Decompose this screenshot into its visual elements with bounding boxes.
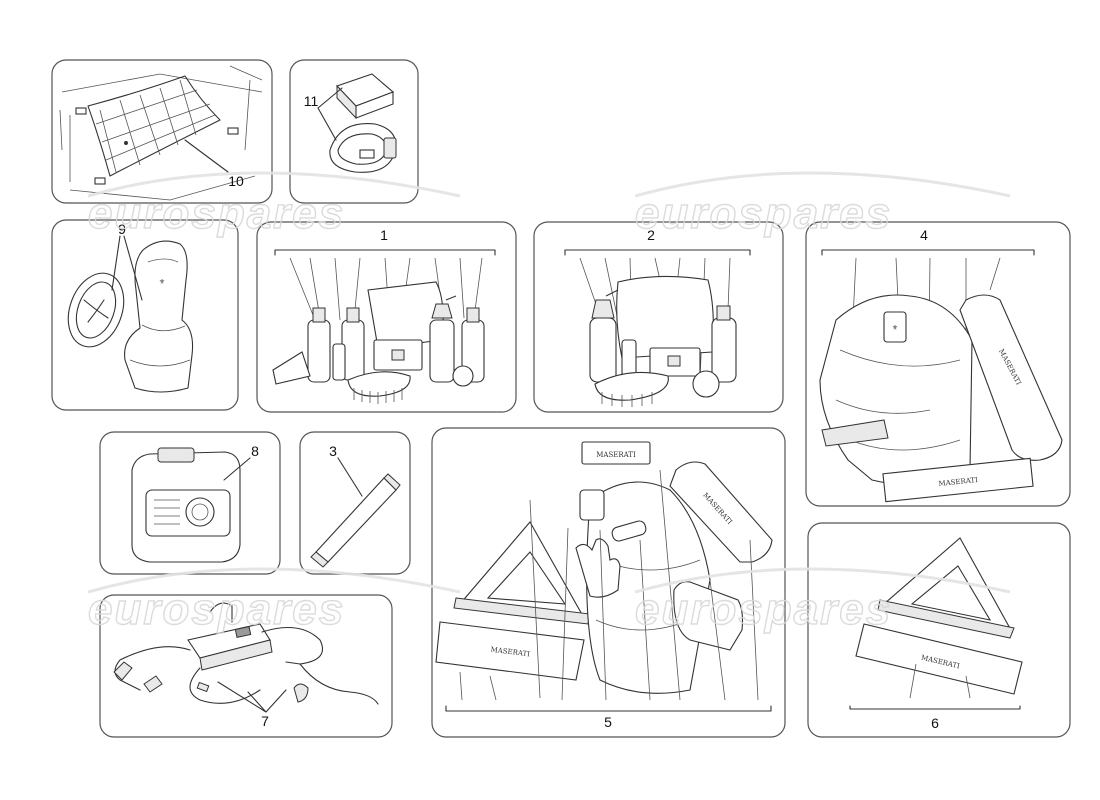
cargo-net-icon (75, 75, 239, 185)
tag-icon: MASERATI (581, 441, 651, 465)
cloth-bag-icon (616, 275, 714, 359)
watermark-text: eurospares (635, 585, 892, 634)
panel-torch: 3 (299, 431, 411, 575)
svg-text:⚜: ⚜ (159, 278, 165, 286)
key-strap-icon (329, 122, 397, 173)
bottle-icon (711, 305, 737, 383)
brush-icon (347, 371, 411, 404)
glove-icon (575, 538, 621, 598)
panel-compressor-case: 8 (99, 431, 281, 575)
brand-strip-icon: MASERATI (882, 457, 1034, 503)
panel-safety-vest-kit: 4 ⚜ MASERATI MASERATI (805, 221, 1071, 507)
battery-charger-icon (113, 602, 379, 705)
small-bottle-icon (332, 343, 346, 381)
callout-11: 11 (304, 93, 319, 109)
panel-cargo-net: 10 (51, 59, 273, 204)
warning-triangle-icon (453, 521, 591, 625)
callout-2: 2 (647, 227, 655, 243)
svg-text:MASERATI: MASERATI (596, 451, 636, 459)
callout-8: 8 (251, 443, 259, 459)
vest-pouch-icon: MASERATI (959, 294, 1063, 461)
callout-3: 3 (329, 443, 337, 459)
panel-key-accessories: 11 (289, 59, 419, 204)
brush-icon (594, 371, 669, 407)
compressor-case-icon (131, 447, 241, 563)
sponge-box-icon (373, 339, 423, 371)
callout-1: 1 (380, 227, 388, 243)
watermark-text: eurospares (88, 189, 345, 238)
seat-cover-icon: ⚜ (124, 240, 194, 393)
steering-wheel-cover-icon (67, 272, 125, 348)
torch-tube-icon (310, 473, 401, 568)
callout-9: 9 (118, 221, 126, 237)
watermark-layer: eurospares eurospares eurospares eurospa… (87, 171, 1011, 635)
applicator-ball-icon (452, 365, 474, 387)
applicator-ball-icon (692, 370, 720, 398)
panel-care-kit-1: 1 (256, 221, 517, 413)
key-box-icon (336, 73, 395, 120)
sponge-box-icon (649, 347, 701, 377)
flashlight-icon (611, 520, 647, 542)
panel-emergency-kit: 5 MASERATI MASERATI MASERATI (431, 427, 786, 738)
panel-seat-covers: ⚜ 9 (51, 219, 239, 411)
remote-icon (579, 489, 605, 521)
callout-7: 7 (261, 713, 269, 729)
bottle-icon (307, 307, 331, 383)
watermark-text: eurospares (88, 585, 345, 634)
spray-bottle-icon (429, 295, 457, 383)
svg-text:⚜: ⚜ (892, 324, 898, 332)
callout-4: 4 (920, 227, 928, 243)
callout-5: 5 (604, 714, 612, 730)
warning-triangle-case-icon: MASERATI (855, 623, 1023, 695)
panel-battery-charger: 7 (99, 594, 393, 738)
spray-bottle-icon (589, 289, 619, 383)
panel-care-kit-2: 2 (533, 221, 784, 413)
callout-10: 10 (228, 173, 244, 189)
first-aid-pouch-icon (673, 581, 744, 651)
warning-triangle-case-icon: MASERATI (435, 621, 585, 681)
vest-pouch-icon: MASERATI (669, 461, 773, 563)
panel-warning-triangle: 6 MASERATI (807, 522, 1071, 738)
reflective-strip-icon (821, 419, 889, 447)
watermark-text: eurospares (635, 189, 892, 238)
tag-icon: ⚜ (883, 311, 907, 343)
glove-pad-icon (272, 351, 311, 385)
callout-6: 6 (931, 715, 939, 731)
warning-triangle-icon (877, 537, 1015, 639)
